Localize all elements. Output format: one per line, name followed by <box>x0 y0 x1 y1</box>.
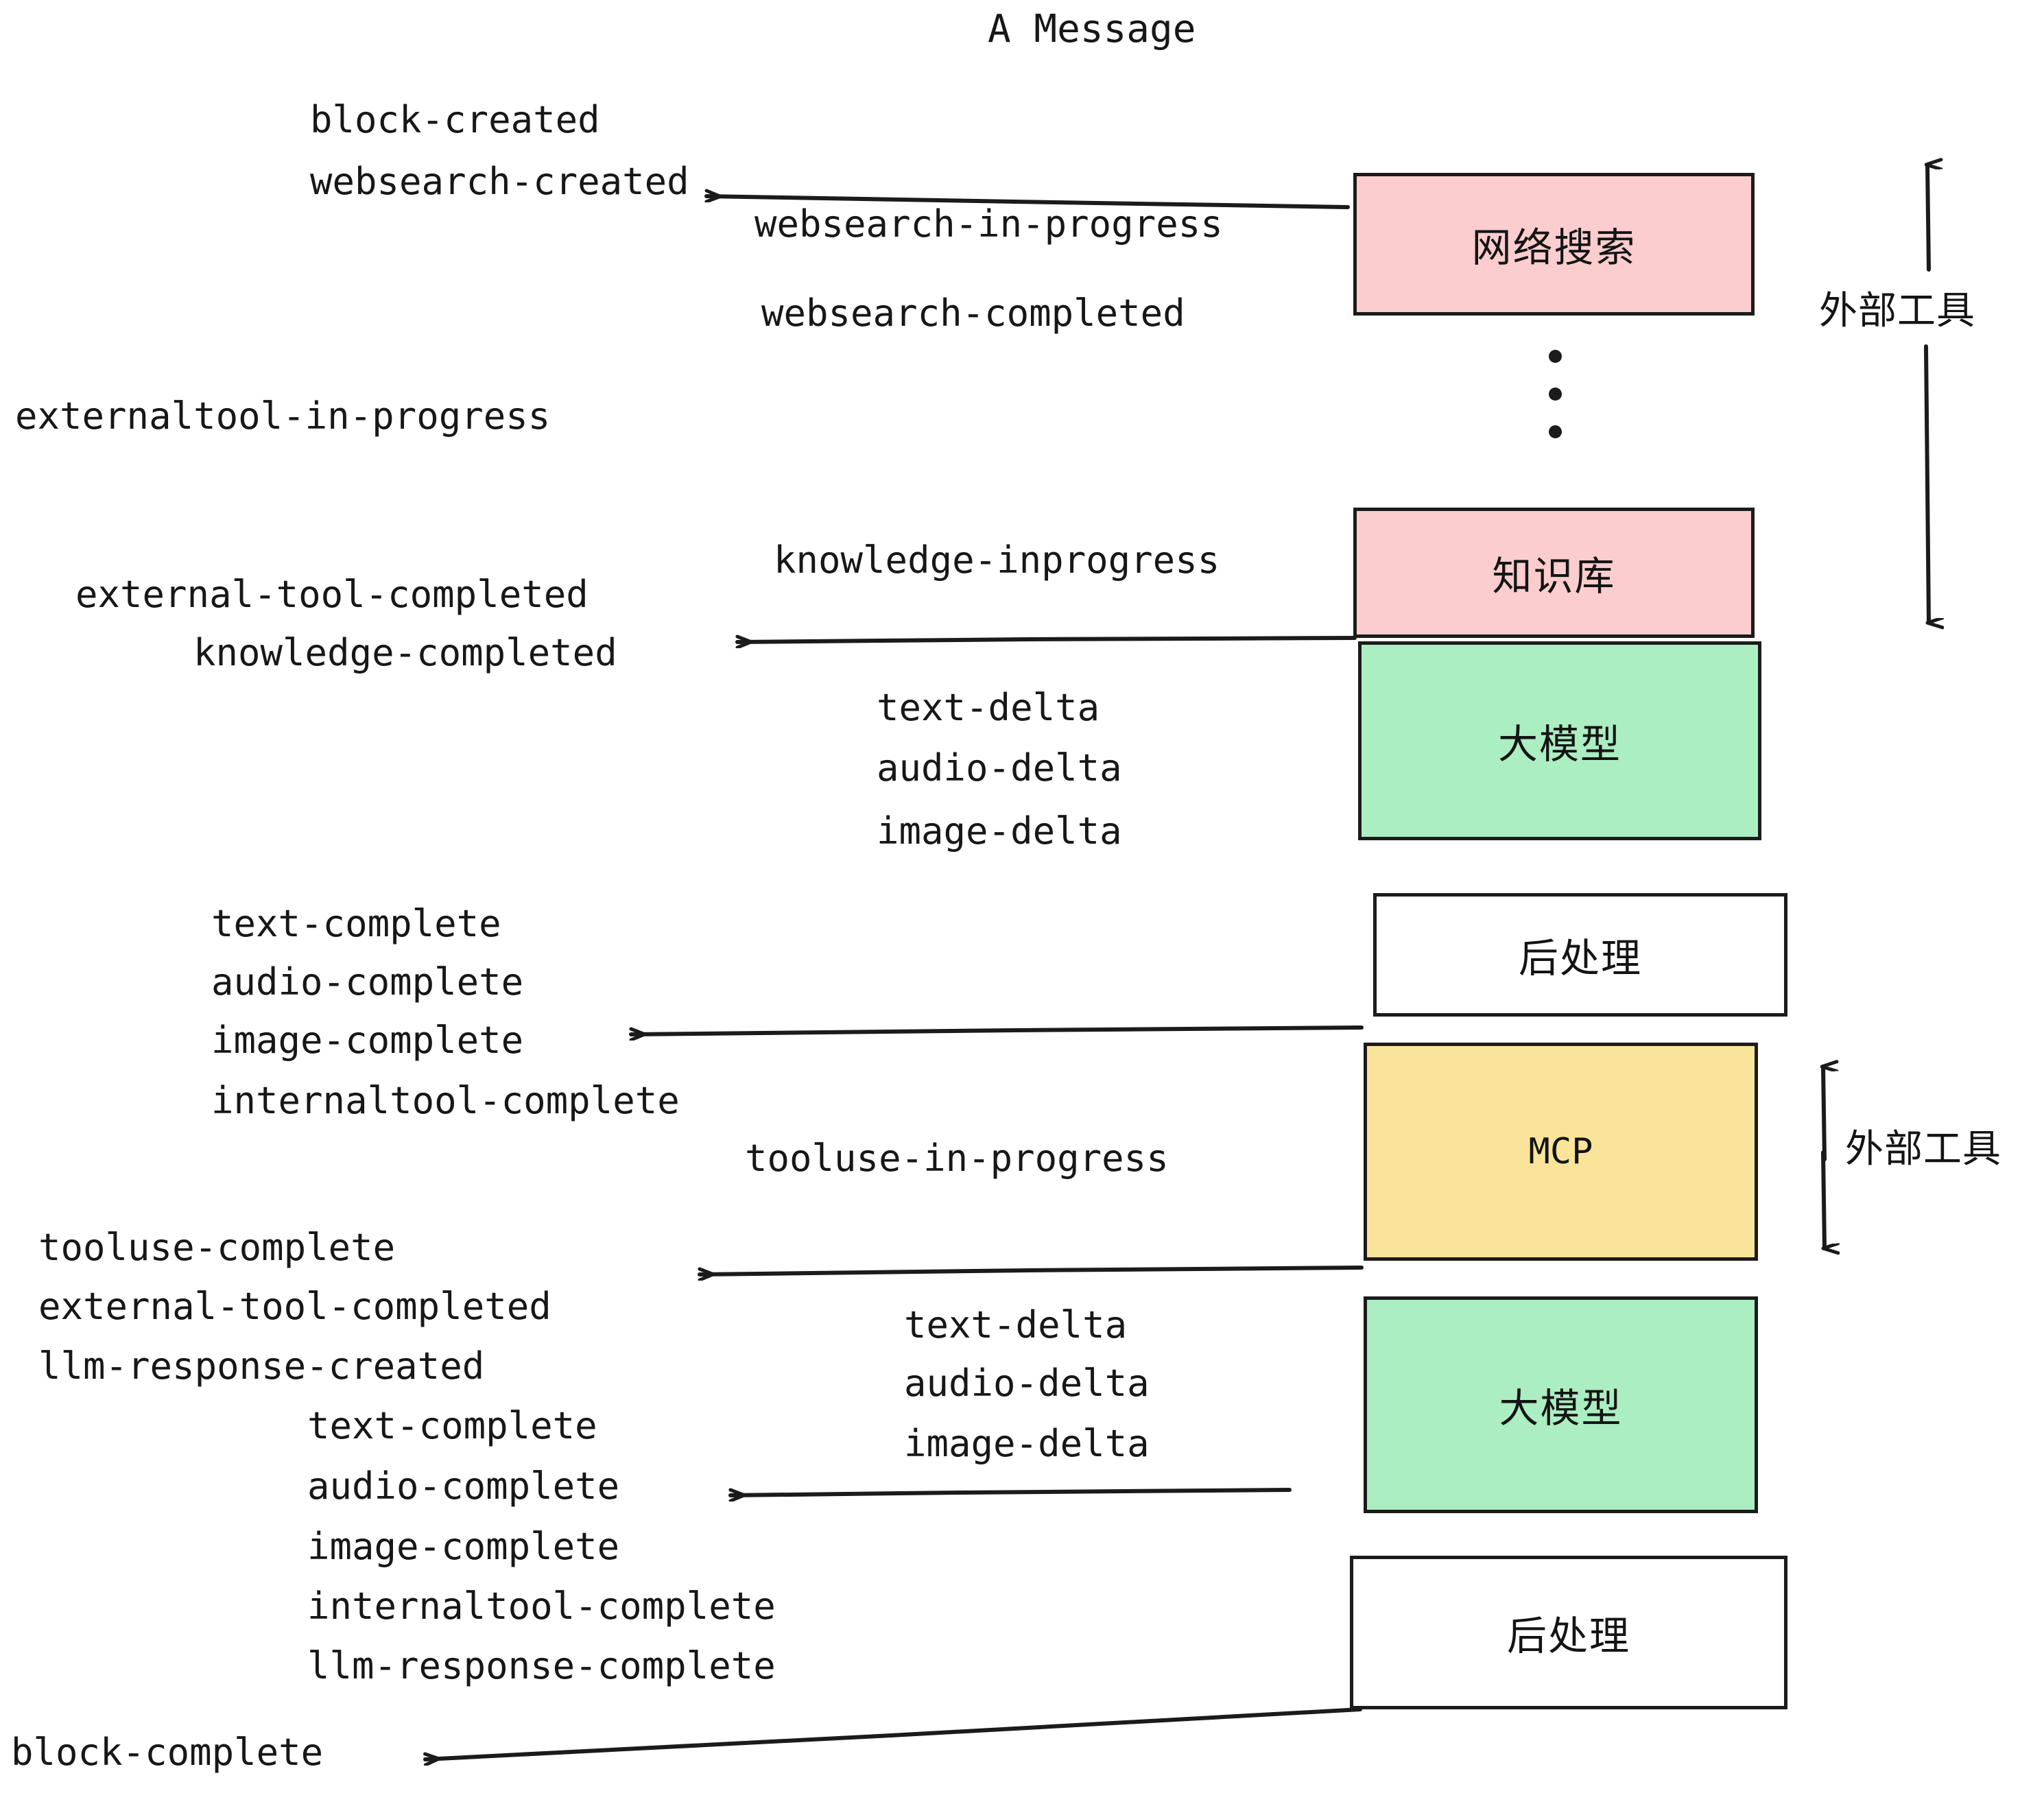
event-knowledge-inprogress: knowledge-inprogress <box>774 538 1220 582</box>
event-llm-response-complete: llm-response-complete <box>307 1644 776 1687</box>
node-llm-2[interactable]: 大模型 <box>1364 1296 1758 1513</box>
node-knowledge-label: 知识库 <box>1492 553 1616 600</box>
event-text-delta-2: text-delta <box>904 1303 1128 1346</box>
event-audio-delta-1: audio-delta <box>877 746 1122 790</box>
node-postprocess-2[interactable]: 后处理 <box>1350 1556 1787 1709</box>
node-llm-1-label: 大模型 <box>1497 721 1621 768</box>
arrow-external-tools-bottom-up <box>1823 1067 1825 1161</box>
arrow-postprocess2-to-block-complete <box>423 1707 1362 1759</box>
node-postprocess-1[interactable]: 后处理 <box>1373 893 1787 1017</box>
event-external-tool-completed-1: external-tool-completed <box>75 573 589 616</box>
arrow-llm2-to-audio-complete <box>728 1488 1292 1495</box>
event-image-delta-1: image-delta <box>877 809 1122 853</box>
node-websearch[interactable]: 网络搜索 <box>1353 173 1755 316</box>
group-label-external-tools-bottom: 外部工具 <box>1845 1127 2001 1172</box>
arrow-knowledge-to-completed <box>735 638 1357 642</box>
node-websearch-label: 网络搜索 <box>1471 224 1637 271</box>
event-text-delta-1: text-delta <box>877 686 1100 729</box>
node-postprocess-2-label: 后处理 <box>1506 1613 1630 1659</box>
node-mcp-label: MCP <box>1528 1131 1593 1172</box>
group-label-external-tools-top: 外部工具 <box>1819 289 1975 333</box>
event-websearch-completed: websearch-completed <box>761 292 1185 335</box>
event-text-complete-1: text-complete <box>211 902 501 945</box>
arrow-postprocess1-to-complete <box>629 1025 1364 1034</box>
event-knowledge-completed: knowledge-completed <box>193 631 617 674</box>
page-title: A Message <box>988 7 1196 51</box>
node-llm-1[interactable]: 大模型 <box>1358 641 1761 840</box>
arrow-external-tools-bottom-down <box>1821 1150 1825 1248</box>
event-externaltool-in-progress: externaltool-in-progress <box>15 394 551 438</box>
arrow-external-tools-top-up <box>1927 165 1929 272</box>
event-audio-complete-1: audio-complete <box>211 960 524 1004</box>
event-block-complete: block-complete <box>11 1731 324 1774</box>
dot-2 <box>1549 388 1562 401</box>
event-tooluse-complete: tooluse-complete <box>38 1226 396 1269</box>
event-websearch-in-progress: websearch-in-progress <box>754 202 1223 246</box>
ellipsis-dots <box>1549 350 1562 463</box>
dot-3 <box>1549 425 1562 438</box>
event-audio-complete-2: audio-complete <box>307 1464 620 1508</box>
node-llm-2-label: 大模型 <box>1499 1385 1623 1432</box>
dot-1 <box>1549 350 1562 363</box>
event-internaltool-complete-2: internaltool-complete <box>307 1585 776 1628</box>
arrow-external-tools-top-down <box>1924 344 1929 623</box>
event-image-complete-1: image-complete <box>211 1019 524 1062</box>
arrow-mcp-to-tooluse-complete <box>698 1266 1364 1274</box>
event-internaltool-complete-1: internaltool-complete <box>211 1079 680 1122</box>
event-audio-delta-2: audio-delta <box>904 1362 1150 1405</box>
node-postprocess-1-label: 后处理 <box>1518 935 1642 982</box>
event-tooluse-in-progress: tooluse-in-progress <box>745 1137 1169 1180</box>
event-llm-response-created: llm-response-created <box>38 1344 485 1388</box>
event-image-delta-2: image-delta <box>904 1422 1150 1465</box>
event-image-complete-2: image-complete <box>307 1525 620 1568</box>
event-text-complete-2: text-complete <box>307 1404 597 1447</box>
node-mcp[interactable]: MCP <box>1364 1043 1758 1261</box>
event-websearch-created: websearch-created <box>310 160 689 203</box>
node-knowledge[interactable]: 知识库 <box>1353 508 1755 638</box>
event-external-tool-completed-2: external-tool-completed <box>38 1285 551 1328</box>
event-block-created: block-created <box>310 98 600 141</box>
